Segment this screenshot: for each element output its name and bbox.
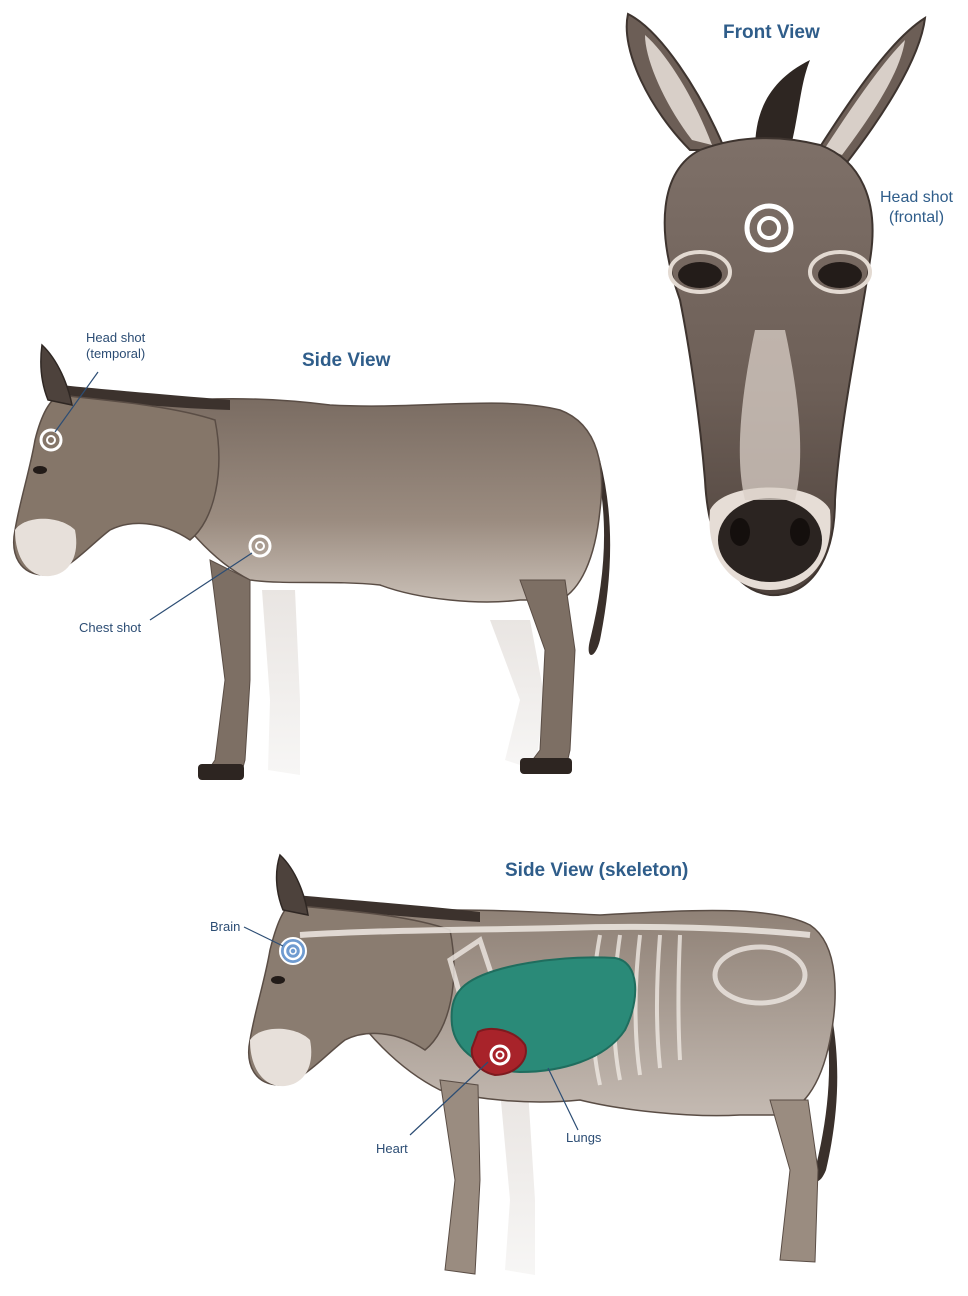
skel-near-foreleg (440, 1080, 480, 1274)
front-head-shot-label-line2: (frontal) (880, 208, 953, 228)
far-hindleg (490, 620, 545, 770)
front-eye-left (678, 262, 722, 288)
front-head-shot-label: Head shot (frontal) (880, 188, 953, 228)
front-view-title: Front View (723, 22, 820, 44)
near-fore-hoof (198, 764, 244, 780)
donkey-front-head (627, 14, 925, 595)
front-head-shot-label-line1: Head shot (880, 188, 953, 208)
donkey-side (14, 345, 610, 780)
side-eye (33, 466, 47, 474)
near-foreleg (205, 560, 250, 778)
front-eye-right (818, 262, 862, 288)
brain-label: Brain (210, 919, 240, 935)
nostril-left (730, 518, 750, 546)
side-head-shot-label: Head shot (temporal) (86, 330, 145, 362)
skel-eye (271, 976, 285, 984)
lungs-label: Lungs (566, 1130, 601, 1146)
donkey-skeleton (244, 855, 837, 1275)
heart-label: Heart (376, 1141, 408, 1157)
nostril-right (790, 518, 810, 546)
skeleton-view-title: Side View (skeleton) (505, 860, 688, 882)
skel-far-foreleg (500, 1090, 535, 1275)
skel-near-hindleg (770, 1100, 818, 1262)
side-ear (41, 345, 72, 405)
side-head-shot-label-line1: Head shot (86, 330, 145, 346)
near-hind-hoof (520, 758, 572, 774)
far-foreleg (262, 590, 300, 775)
skel-ear (277, 855, 308, 915)
side-head-shot-label-line2: (temporal) (86, 346, 145, 362)
brain-target-icon (280, 938, 306, 964)
side-view-title: Side View (302, 350, 390, 372)
chest-shot-label: Chest shot (79, 620, 141, 636)
forelock (755, 60, 810, 150)
